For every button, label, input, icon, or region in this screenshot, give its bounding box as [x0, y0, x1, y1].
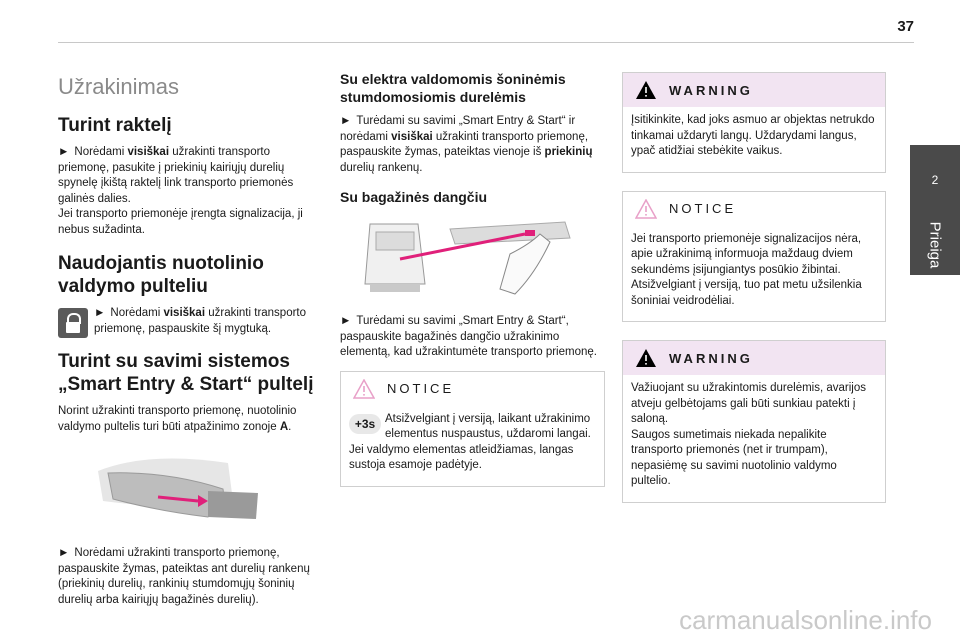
- chapter-number: 2: [931, 173, 939, 187]
- notice-icon: [635, 198, 657, 219]
- door-handle-illustration: [98, 458, 258, 519]
- smart-paragraph-2: ►Norėdami užrakinti transporto priemonę,…: [58, 547, 310, 606]
- bullet-arrow-icon: ►: [94, 307, 106, 319]
- top-rule: [58, 42, 914, 43]
- warning-title: WARNING: [669, 350, 753, 366]
- tailgate-illustration: [364, 221, 571, 295]
- warning-icon: [636, 349, 656, 367]
- warning-text-2: Saugos sumetimais niekada nepalikite tra…: [631, 428, 837, 488]
- notice-text: Jei transporto priemonėje signalizacijos…: [631, 232, 862, 307]
- heading-electric-doors: Su elektra valdomomis šoninėmis stumdomo…: [340, 71, 566, 105]
- notice-text: Atsižvelgiant į versiją, laikant užrakin…: [349, 412, 591, 472]
- warning-text: Įsitikinkite, kad joks asmuo ar objektas…: [631, 114, 875, 157]
- warning-text-1: Važiuojant su užrakintomis durelėmis, av…: [631, 382, 866, 425]
- electric-paragraph: ►Turėdami su savimi „Smart Entry & Start…: [340, 115, 593, 174]
- warning-box-windows: WARNING Įsitikinkite, kad joks asmuo ar …: [622, 72, 886, 173]
- bullet-arrow-icon: ►: [58, 547, 70, 559]
- chapter-label: Prieiga: [926, 221, 944, 269]
- section-title: Užrakinimas: [58, 74, 180, 99]
- notice-icon: [353, 378, 375, 399]
- column-right: WARNING Įsitikinkite, kad joks asmuo ar …: [622, 58, 886, 521]
- watermark: carmanualsonline.info: [679, 605, 932, 635]
- page-number: 37: [897, 18, 914, 35]
- remote-instruction: ►Norėdami visiškai užrakinti transporto …: [58, 306, 323, 338]
- bullet-arrow-icon: ►: [340, 315, 352, 327]
- trunk-paragraph: ►Turėdami su savimi „Smart Entry & Start…: [340, 315, 597, 358]
- heading-smart-entry: Turint su savimi sistemos „Smart Entry &…: [58, 351, 314, 395]
- delay-badge: +3s: [349, 413, 381, 434]
- warning-box-locked: WARNING Važiuojant su užrakintomis durel…: [622, 340, 886, 503]
- heading-remote: Naudojantis nuotolinio valdymo pulteliu: [58, 253, 264, 297]
- notice-title: NOTICE: [669, 201, 737, 216]
- bullet-arrow-icon: ►: [340, 115, 352, 127]
- heading-key: Turint raktelį: [58, 115, 172, 136]
- warning-title: WARNING: [669, 82, 753, 98]
- key-paragraph: ►Norėdami visiškai užrakinti transporto …: [58, 146, 303, 236]
- column-left: Užrakinimas Turint raktelį ►Norėdami vis…: [58, 58, 323, 614]
- heading-trunk: Su bagažinės dangčiu: [340, 189, 488, 205]
- notice-box-alarm: NOTICE Jei transporto priemonėje signali…: [622, 190, 886, 322]
- chapter-tab[interactable]: 2 Prieiga: [910, 145, 960, 275]
- bullet-arrow-icon: ►: [58, 146, 70, 158]
- warning-icon: [636, 81, 656, 99]
- lock-icon: [58, 308, 88, 338]
- notice-title: NOTICE: [387, 381, 455, 396]
- notice-box: NOTICE +3s Atsižvelgiant į versiją, laik…: [340, 370, 605, 487]
- column-middle: Su elektra valdomomis šoninėmis stumdomo…: [340, 58, 605, 505]
- smart-paragraph-1: Norint užrakinti transporto priemonę, nu…: [58, 405, 297, 433]
